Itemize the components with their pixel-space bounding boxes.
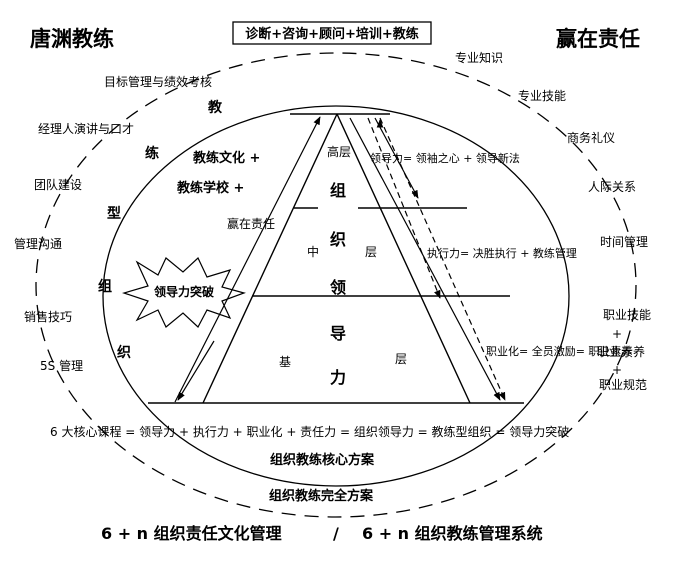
services-box [232,21,432,45]
coaching-culture-label: 教练文化 + [192,150,260,166]
pyramid-center-char: 组 [330,181,346,200]
win-responsibility-label: 赢在责任 [227,216,275,231]
middle-layer-label: 中 [307,244,319,259]
leadership-burst-label: 领导力突破 [154,284,214,299]
footer-left-title: 6 + n 组织责任文化管理 [101,524,282,543]
left-topic: 目标管理与绩效考核 [104,74,212,89]
footer-separator: / [333,524,339,543]
right-topic: 人际关系 [588,180,636,194]
right-topic: 职业技能 [603,308,651,322]
left-topic: 团队建设 [34,177,82,192]
professional-formula: 职业化= 全员激励= 职业素养 [486,344,632,358]
right-topic-list: 专业知识 专业技能 商务礼仪 人际关系 时间管理 职业技能 + 职业素养 + 职… [455,50,651,392]
vertical-title: 教 练 型 组 织 [98,99,223,361]
outer-dashed-ellipse [35,52,637,518]
pyramid-center-char: 力 [330,368,346,387]
core-solution-label: 组织教练核心方案 [270,452,375,468]
right-topic: 职业素养 [597,344,645,359]
pyramid-center-char: 导 [330,324,346,343]
brand-right: 赢在责任 [556,27,640,51]
right-topic: 专业知识 [455,50,503,65]
left-topic: 经理人演讲与口才 [38,121,134,136]
right-topic: 专业技能 [518,88,566,103]
middle-layer-label: 层 [365,245,377,259]
leadership-burst [121,257,246,328]
right-topic: 时间管理 [600,234,648,249]
top-layer-label: 高层 [327,144,351,159]
base-layer-label: 基 [279,355,291,369]
complete-solution-label: 组织教练完全方案 [269,488,374,504]
vertical-title-char: 组 [98,278,112,295]
execution-formula: 执行力= 决胜执行 + 教练管理 [427,246,577,260]
right-topic: + [612,327,622,341]
left-topic: 管理沟通 [14,236,62,251]
right-topic: 商务礼仪 [567,130,615,145]
right-topic: 职业规范 [599,377,647,392]
leadership-formula: 领导力= 领袖之心 + 领导新法 [370,151,520,165]
pyramid [148,113,524,404]
inner-ellipse [102,105,570,487]
footer-right-title: 6 + n 组织教练管理系统 [362,524,543,543]
services-label: 诊断+咨询+顾问+培训+教练 [245,26,419,42]
left-topic: 5S 管理 [40,358,83,373]
vertical-title-char: 织 [117,344,131,361]
left-topic-list: 目标管理与绩效考核 经理人演讲与口才 团队建设 管理沟通 销售技巧 5S 管理 [14,74,212,373]
core-course-formula: 6 大核心课程 = 领导力 + 执行力 + 职业化 + 责任力 = 组织领导力 … [50,424,569,439]
pyramid-center-title: 组 织 领 导 力 [330,181,346,387]
pyramid-center-char: 领 [330,278,346,297]
coaching-school-label: 教练学校 + [176,180,244,196]
vertical-title-char: 教 [208,99,223,116]
pyramid-dashed-arrows [367,117,506,401]
right-topic: + [612,363,622,377]
pyramid-center-char: 织 [330,230,346,249]
vertical-title-char: 型 [107,205,121,222]
vertical-title-char: 练 [145,145,159,162]
left-topic: 销售技巧 [24,309,72,324]
base-layer-label: 层 [395,352,407,366]
brand-left: 唐渊教练 [30,27,114,51]
